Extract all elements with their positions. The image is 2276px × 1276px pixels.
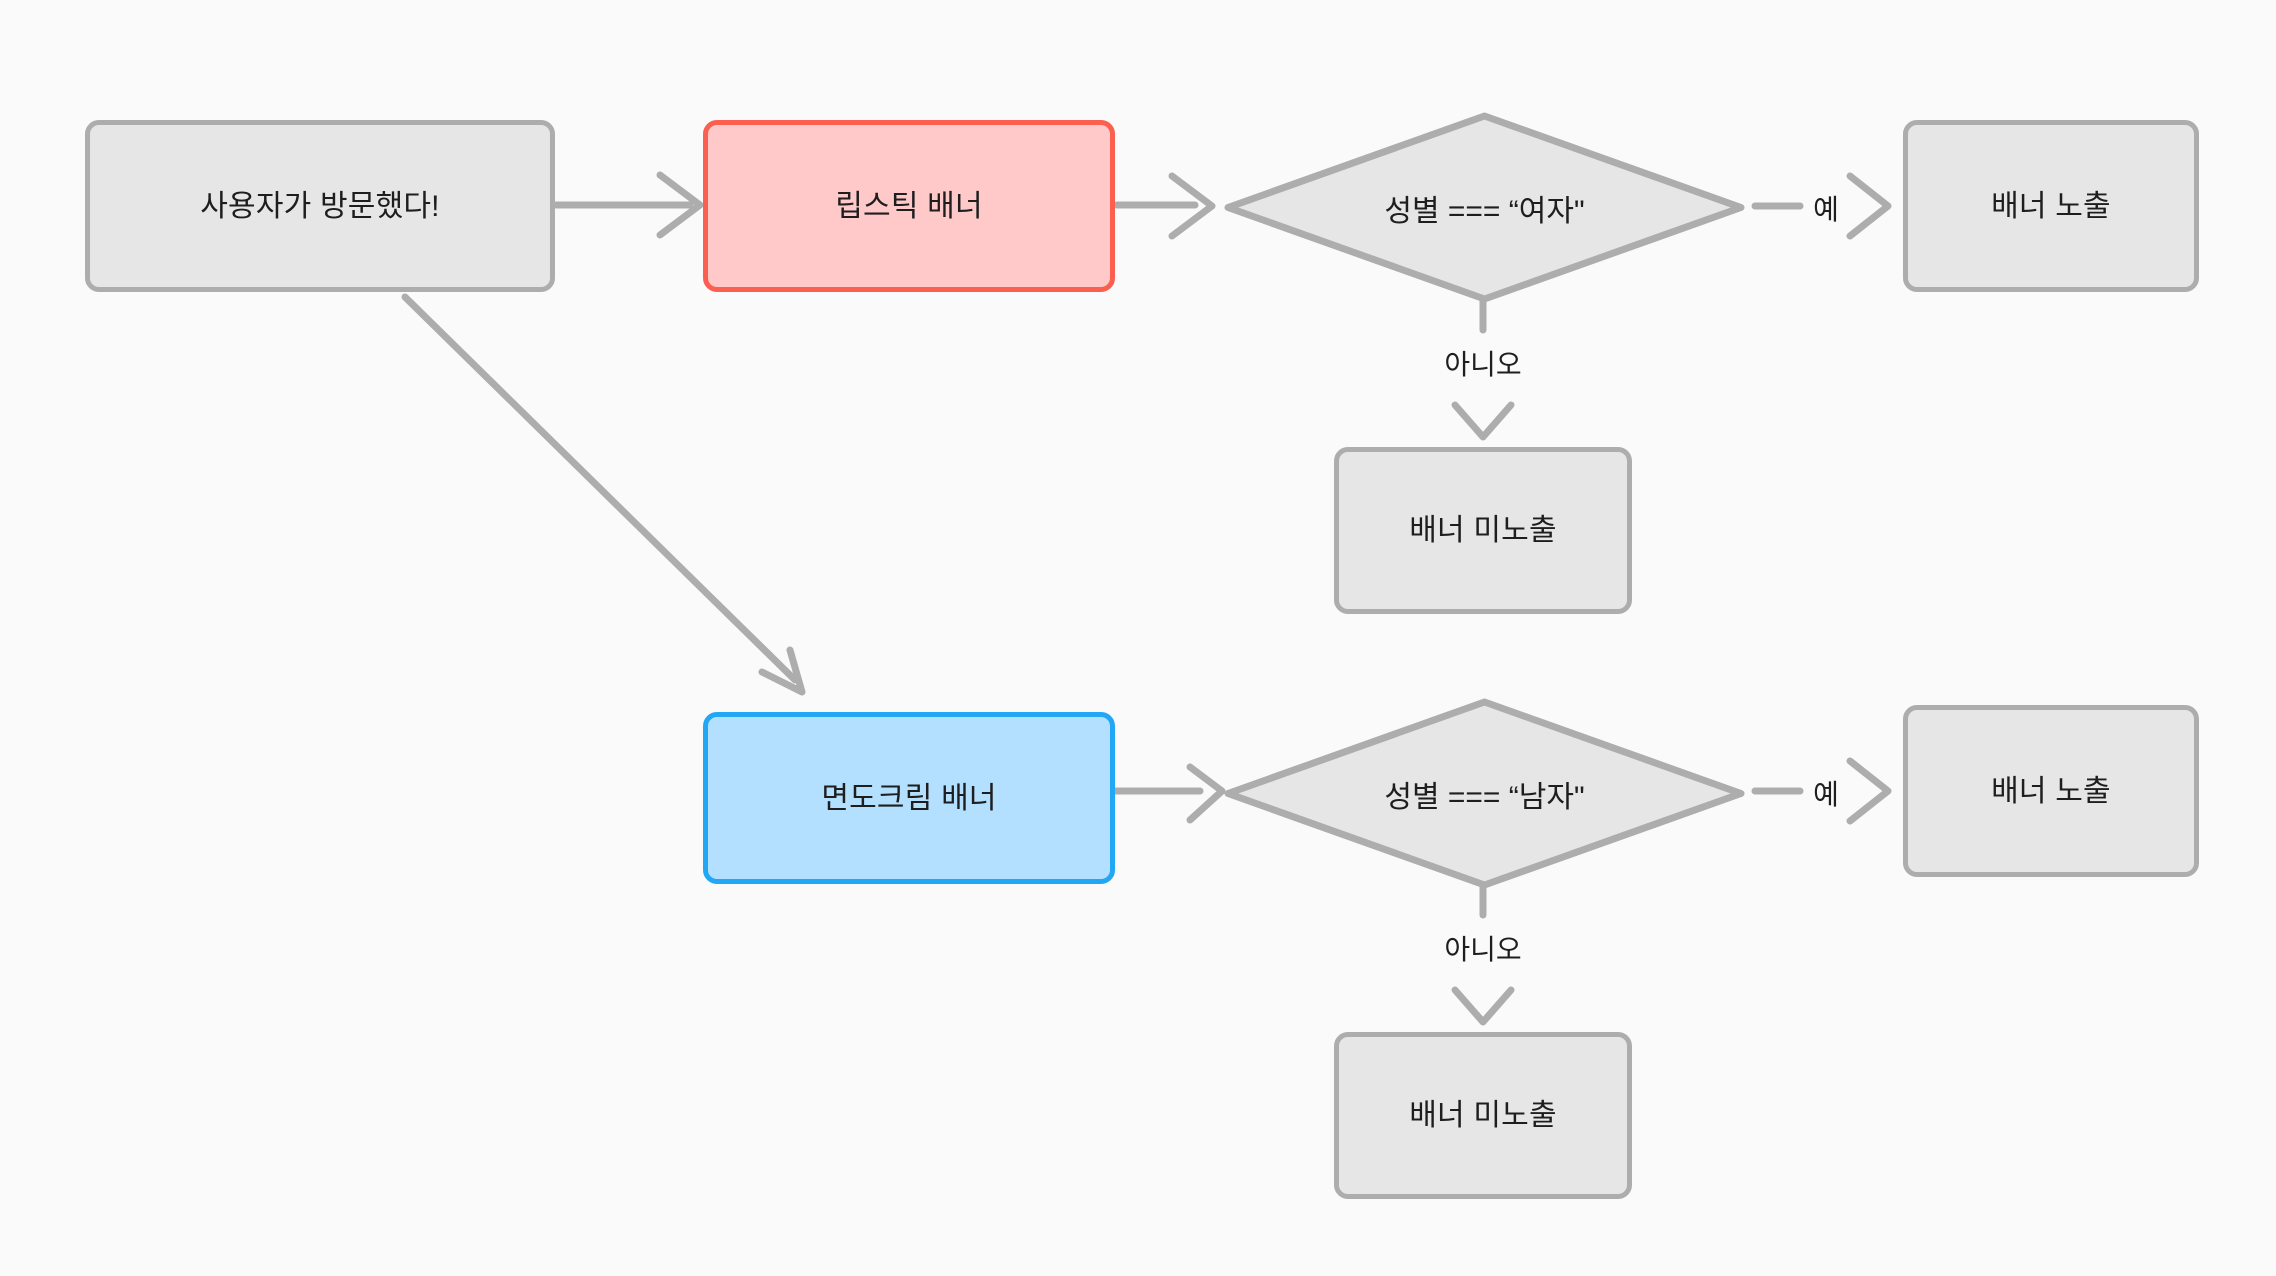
node-lipstick-banner[interactable]: 립스틱 배너 bbox=[703, 120, 1115, 292]
edge-start-to-shavingcream bbox=[401, 293, 806, 696]
node-hide-banner-female[interactable]: 배너 미노출 bbox=[1334, 447, 1632, 614]
node-show-banner-male-label: 배너 노출 bbox=[1991, 774, 2111, 808]
diamond-shape-female bbox=[1224, 112, 1745, 303]
edge-start-to-lipstick bbox=[552, 171, 704, 239]
edge-shavingcream-to-decision-male bbox=[1106, 763, 1226, 824]
node-hide-banner-male-label: 배너 미노출 bbox=[1409, 1099, 1557, 1132]
node-hide-banner-female-label: 배너 미노출 bbox=[1409, 514, 1557, 547]
node-hide-banner-male[interactable]: 배너 미노출 bbox=[1334, 1032, 1632, 1199]
edge-lipstick-to-decision-female bbox=[1113, 172, 1216, 240]
edge-label-male-yes: 예 bbox=[1813, 779, 1839, 810]
node-decision-female[interactable]: 성별 === “여자" bbox=[1222, 110, 1747, 305]
node-start[interactable]: 사용자가 방문했다! bbox=[85, 120, 555, 292]
edge-label-female-no: 아니오 bbox=[1444, 349, 1522, 380]
node-show-banner-male[interactable]: 배너 노출 bbox=[1903, 705, 2199, 877]
node-show-banner-female[interactable]: 배너 노출 bbox=[1903, 120, 2199, 292]
node-shavingcream-banner[interactable]: 면도크림 배너 bbox=[703, 712, 1115, 884]
edge-label-female-yes: 예 bbox=[1813, 194, 1839, 225]
diamond-shape-male bbox=[1224, 698, 1745, 889]
node-show-banner-female-label: 배너 노출 bbox=[1991, 189, 2111, 223]
node-decision-female-label: 성별 === “여자" bbox=[1384, 194, 1585, 228]
node-start-label: 사용자가 방문했다! bbox=[200, 189, 440, 223]
edge-label-male-no: 아니오 bbox=[1444, 934, 1522, 965]
node-lipstick-banner-label: 립스틱 배너 bbox=[835, 189, 983, 223]
node-decision-male-label: 성별 === “남자" bbox=[1384, 780, 1585, 814]
node-shavingcream-banner-label: 면도크림 배너 bbox=[821, 781, 997, 815]
node-decision-male[interactable]: 성별 === “남자" bbox=[1222, 696, 1747, 891]
